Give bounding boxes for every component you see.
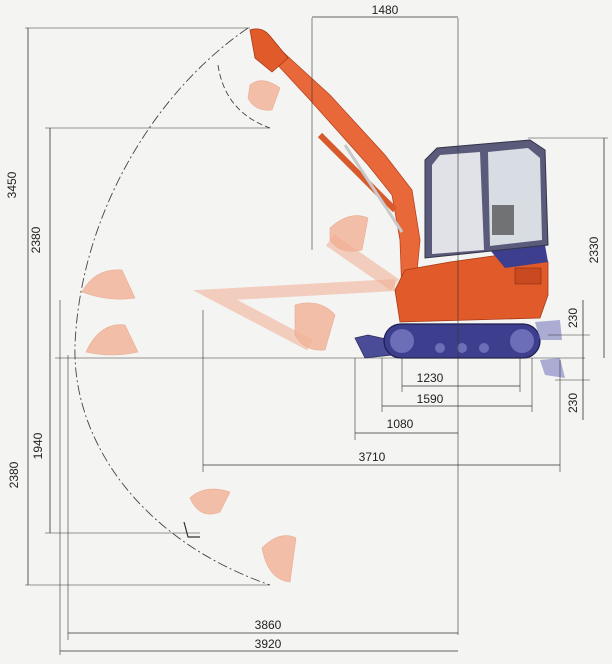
dim-1940-label: 1940	[31, 432, 45, 459]
dim-1230-label: 1230	[417, 371, 444, 385]
dim-3450-label: 3450	[5, 171, 19, 198]
dim-3710: 3710	[202, 310, 561, 472]
dim-3710-label: 3710	[359, 450, 386, 464]
dim-3450: 3450	[5, 27, 250, 358]
reach-envelope-arc	[74, 27, 271, 586]
dim-1080-label: 1080	[387, 417, 414, 431]
dim-2330: 2330	[528, 137, 608, 358]
blade-ghost-lower	[540, 358, 565, 378]
dim-2380-lower: 2380	[7, 358, 270, 586]
dim-2330-label: 2330	[587, 236, 601, 263]
excavator-side-view-icon	[249, 28, 565, 378]
boom-ghost-mid	[326, 234, 399, 291]
bucket-ghost-low-icon	[294, 302, 336, 351]
dim-1940: 1940	[31, 358, 200, 538]
boom-cylinder	[343, 144, 404, 233]
bucket-ghost-deep-1-icon	[189, 488, 231, 515]
dim-1080: 1080	[354, 358, 458, 440]
dim-2380-lower-label: 2380	[7, 461, 21, 488]
dim-1590: 1590	[381, 358, 533, 412]
dim-2380-upper-label: 2380	[29, 226, 43, 253]
dim-3860: 3860	[67, 355, 458, 640]
dim-3920: 3920	[59, 300, 458, 655]
cab-seat	[492, 205, 514, 235]
dim-230-lower-label: 230	[566, 393, 580, 413]
bucket-ghost-left-1-icon	[81, 269, 136, 300]
bucket-ghost-deep-2-icon	[261, 535, 297, 583]
dig-depth-marker	[183, 521, 200, 538]
arm-ghost-mid	[193, 279, 396, 351]
main-bucket	[249, 28, 289, 73]
arm-cylinder	[317, 132, 398, 213]
boom	[261, 41, 421, 296]
dim-1590-label: 1590	[417, 392, 444, 406]
engine-hood	[490, 245, 548, 268]
dim-230-lower: 230	[555, 358, 590, 420]
dim-3860-label: 3860	[255, 618, 282, 632]
ghost-working-positions	[81, 29, 399, 583]
dim-2380-upper: 2380	[29, 127, 270, 358]
dim-3920-label: 3920	[255, 637, 282, 651]
track-rollers	[390, 329, 534, 353]
dim-230-upper-label: 230	[566, 308, 580, 328]
side-grille	[514, 267, 542, 285]
dim-1480: 1480	[312, 3, 458, 18]
dim-1480-label: 1480	[372, 3, 399, 17]
bucket-ghost-left-2-icon	[85, 324, 139, 356]
dim-1230: 1230	[401, 358, 521, 392]
bucket-ghost-top-curl-icon	[247, 80, 281, 111]
dim-230-upper: 230	[548, 300, 590, 358]
reach-envelope-top-inner	[217, 64, 271, 129]
